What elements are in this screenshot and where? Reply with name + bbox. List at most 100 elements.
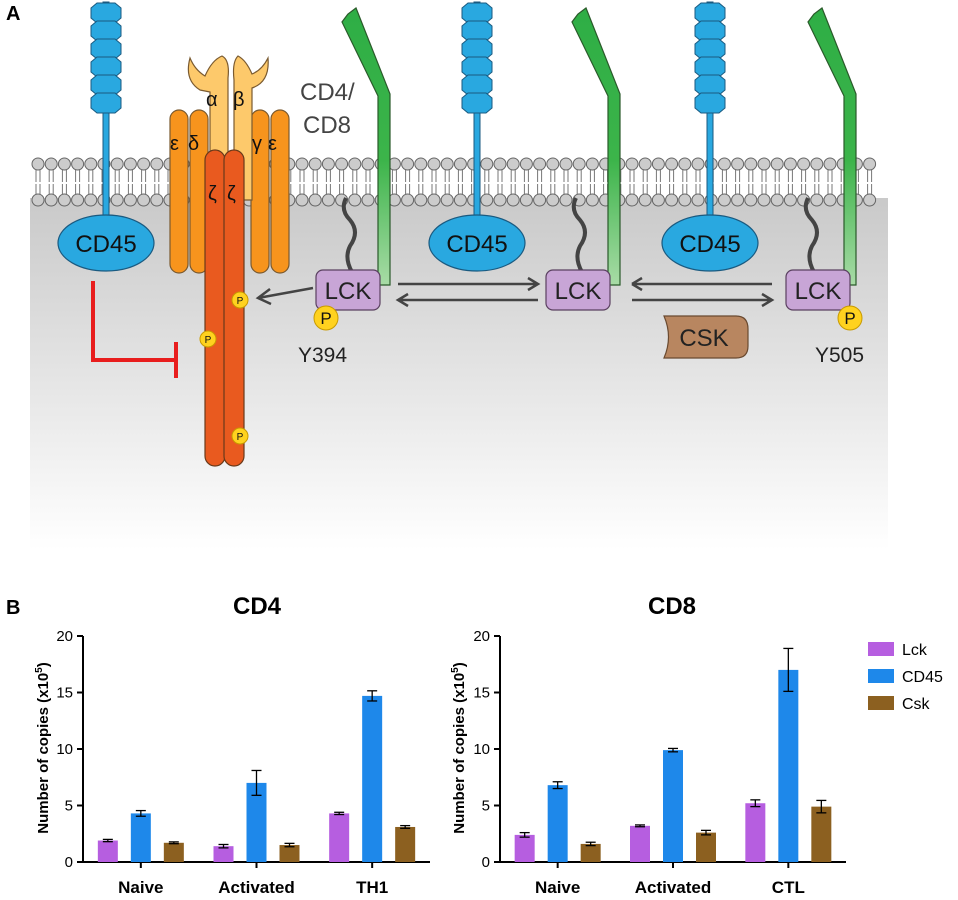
legend-label-cd45: CD45 [902, 669, 943, 686]
chain-zeta-right: ζ [227, 183, 236, 205]
bar-lck [514, 834, 535, 862]
bar-lck [630, 825, 650, 862]
panel-b-label: B [6, 597, 20, 619]
y-tick-label: 0 [482, 854, 490, 871]
x-tick-label: Activated [218, 878, 295, 897]
cd45-receptor-1: CD45 [57, 1, 155, 272]
y-tick-label: 0 [65, 854, 73, 871]
itam-phospho-3 [231, 427, 249, 445]
error-bar [750, 799, 761, 808]
cd45-receptor-2: CD45 [428, 1, 526, 272]
error-bar [284, 842, 295, 848]
bar-lck [745, 803, 766, 862]
cd45-receptor-3: CD45 [661, 1, 759, 272]
error-bar [218, 843, 229, 849]
chain-zeta-left: ζ [208, 183, 217, 205]
phospho-y505 [837, 305, 863, 331]
x-tick-label: Activated [635, 878, 712, 897]
csk-kinase: CSK [663, 315, 749, 359]
coreceptor-label-line1: CD4/ [300, 79, 355, 106]
legend: Lck CD45 Csk [868, 642, 943, 713]
cd45-label: CD45 [75, 231, 136, 258]
lck-linker-3 [803, 197, 819, 273]
bar-cd45 [663, 750, 683, 862]
bar-csk [279, 845, 300, 862]
inhibition-arrow [91, 281, 178, 378]
error-bar [668, 747, 678, 753]
lck-linker-2 [571, 197, 587, 273]
legend-swatch-cd45 [868, 669, 894, 683]
y-tick-label: 10 [473, 741, 490, 758]
bar-csk [811, 806, 832, 862]
y-tick-label: 5 [65, 798, 73, 815]
bar-csk [163, 842, 184, 862]
chart-cd8-title: CD8 [648, 593, 696, 620]
chain-delta: δ [188, 133, 199, 155]
error-bar [334, 811, 345, 816]
y-tick-label: 20 [473, 628, 490, 645]
itam-phospho-1 [231, 291, 249, 309]
chain-epsilon-left: ε [170, 133, 179, 155]
y-tick-label: 15 [473, 685, 490, 702]
cd45-label: CD45 [679, 231, 740, 258]
itam-phospho-3-label: P [237, 432, 244, 443]
error-bar [251, 769, 262, 796]
error-bar [367, 690, 378, 702]
lck-label-3: LCK [795, 278, 842, 305]
lck-label-1: LCK [325, 278, 372, 305]
y-tick-label: 10 [56, 741, 73, 758]
coreceptor-label-line2: CD8 [303, 112, 351, 139]
legend-label-lck: Lck [902, 642, 928, 659]
lck-kinase-2: LCK [545, 269, 611, 311]
error-bar [552, 781, 563, 790]
phospho-y505-label: P [844, 309, 855, 328]
legend-label-csk: Csk [902, 696, 931, 713]
chain-epsilon-right: ε [268, 133, 277, 155]
x-tick-label: Naive [535, 878, 580, 897]
x-tick-label: TH1 [356, 878, 388, 897]
phospho-y394-label: P [320, 309, 331, 328]
lipid-bilayer [30, 157, 888, 207]
cd45-label: CD45 [446, 231, 507, 258]
bar-csk [395, 826, 416, 862]
error-bar [701, 829, 711, 836]
chart-cd4-ylabel: Number of copies (x105) [34, 662, 52, 833]
error-bar [816, 799, 827, 814]
error-bar [783, 647, 794, 693]
chart-cd8-ylabel: Number of copies (x105) [450, 662, 468, 833]
lck-linker-1 [341, 197, 357, 273]
bar-cd45 [547, 785, 568, 862]
bar-lck [329, 813, 350, 862]
x-tick-label: CTL [772, 878, 805, 897]
error-bar [135, 809, 146, 817]
tcr-cd3-complex: α β ε δ γ ε ζ ζ P P P [169, 55, 290, 467]
error-bar [519, 831, 530, 838]
itam-phospho-2-label: P [205, 335, 212, 346]
bar-csk [696, 832, 716, 862]
chart-cd8: CD8 Number of copies (x105) 05101520Naiv… [450, 593, 846, 897]
y-tick-label: 15 [56, 685, 73, 702]
x-tick-label: Naive [118, 878, 163, 897]
coreceptor-2 [571, 7, 621, 286]
bar-lck [97, 840, 118, 862]
bar-csk [580, 843, 601, 862]
chart-cd4-title: CD4 [233, 593, 282, 620]
lck-kinase-3: LCK [785, 269, 851, 311]
chart-cd4: CD4 Number of copies (x105) 05101520Naiv… [34, 593, 430, 897]
error-bar [102, 838, 113, 843]
bar-cd45 [130, 813, 151, 862]
error-bar [400, 824, 411, 829]
error-bar [585, 841, 596, 847]
csk-label: CSK [679, 325, 728, 352]
lck-label-2: LCK [555, 278, 602, 305]
itam-phospho-1-label: P [237, 296, 244, 307]
bar-cd45 [778, 669, 799, 862]
bar-cd45 [362, 695, 383, 862]
chain-gamma: γ [252, 133, 262, 155]
site-y505-label: Y505 [815, 344, 864, 367]
chain-beta: β [233, 89, 245, 111]
legend-swatch-csk [868, 696, 894, 710]
error-bar [635, 824, 645, 828]
bar-cd45 [246, 782, 267, 862]
